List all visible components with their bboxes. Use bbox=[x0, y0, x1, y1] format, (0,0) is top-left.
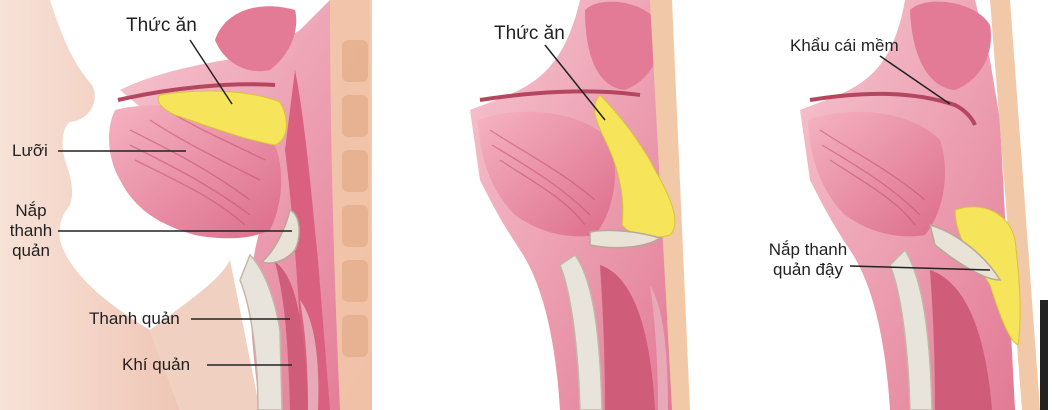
label-food-1: Thức ăn bbox=[126, 16, 197, 36]
label-epiglottis-closed-line2: quản đậy bbox=[758, 260, 858, 280]
label-epiglottis-line1: Nắp bbox=[6, 201, 56, 221]
label-larynx: Thanh quản bbox=[89, 309, 180, 329]
label-epiglottis-line2: thanh bbox=[6, 221, 56, 241]
label-epiglottis-closed-line1: Nắp thanh bbox=[758, 240, 858, 260]
label-epiglottis-line3: quản bbox=[6, 241, 56, 261]
label-soft-palate: Khẩu cái mềm bbox=[790, 36, 899, 56]
label-tongue: Lưỡi bbox=[12, 141, 48, 161]
label-food-2: Thức ăn bbox=[494, 24, 565, 44]
label-epiglottis: Nắp thanh quản bbox=[6, 201, 56, 261]
panel-3-art bbox=[800, 0, 1048, 410]
panel-2-art bbox=[470, 0, 690, 410]
label-epiglottis-closed: Nắp thanh quản đậy bbox=[758, 240, 858, 280]
label-trachea: Khí quản bbox=[122, 355, 190, 375]
